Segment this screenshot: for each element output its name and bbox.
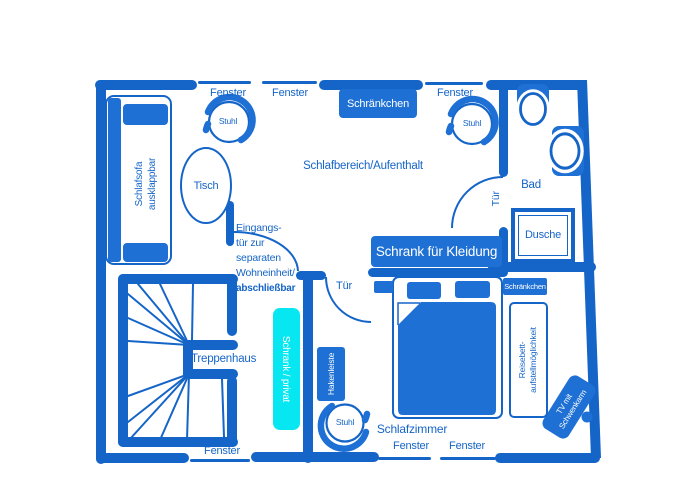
wall-stair-left xyxy=(118,274,128,447)
window-bottom-3 xyxy=(440,457,496,460)
window-bottom-1 xyxy=(190,459,250,462)
tv-arm-pivot xyxy=(581,411,593,423)
wall-corridor-divider xyxy=(303,271,313,463)
entrance-note: Eingangs- tür zur separaten Wohneinheit/… xyxy=(236,221,308,296)
travel-bed-area xyxy=(509,302,548,418)
wall-stair-bottom xyxy=(118,437,238,447)
wall-top-1 xyxy=(95,80,197,90)
window-top-2 xyxy=(262,81,317,84)
window-bottom-2 xyxy=(378,457,431,460)
entrance-note-line1: Eingangs- xyxy=(236,222,282,234)
sofa-label-wrap: Schlafsofa ausklappbar xyxy=(132,139,160,229)
nightstand xyxy=(374,281,393,293)
staircase-label: Treppenhaus xyxy=(191,353,257,365)
wall-bathroom-bottom xyxy=(488,262,596,272)
entrance-note-line3: separaten xyxy=(236,252,281,264)
toilet xyxy=(516,84,550,129)
bathroom-door-label: Tür xyxy=(490,191,503,207)
small-cabinet-bedroom: Schränkchen xyxy=(503,278,547,295)
wall-bottom-3 xyxy=(495,453,600,463)
hook-rail-label: Hakenleiste xyxy=(326,352,336,396)
entrance-note-line5: abschließbar xyxy=(236,283,296,294)
bedroom-label: Schlafzimmer xyxy=(376,422,448,436)
wall-stair-top xyxy=(118,274,238,284)
tv-swivel-arm: TV mit Schwenkarm xyxy=(539,372,599,442)
window-label-bottom-3: Fenster xyxy=(449,440,485,452)
wall-entrance-stub xyxy=(296,271,326,280)
sink xyxy=(546,126,584,176)
window-top-1 xyxy=(198,81,251,84)
travel-bed-label-line2: aufstellmöglichkeit xyxy=(528,327,538,393)
bedroom-door-label: Tür xyxy=(336,280,352,292)
small-cabinet-top: Schränkchen xyxy=(339,89,417,118)
table-label: Tisch xyxy=(193,180,219,192)
sofa-cushion-bottom xyxy=(123,243,168,262)
travel-bed-label-wrap: Reisebett- aufstellmöglichkeit xyxy=(516,303,540,417)
chair-label-top-right: Stuhl xyxy=(462,118,482,128)
living-area-label: Schlafbereich/Aufenthalt xyxy=(303,160,423,172)
chair-label-bedroom: Stuhl xyxy=(335,417,355,427)
shower-outer xyxy=(511,208,575,263)
window-label-top-1: Fenster xyxy=(210,87,246,99)
shower-inner: Dusche xyxy=(518,215,568,256)
wall-bottom-1 xyxy=(96,453,189,463)
travel-bed-label-line1: Reisebett- xyxy=(516,341,527,379)
wall-bathroom-partition-upper xyxy=(499,80,508,177)
window-label-bottom-2: Fenster xyxy=(393,440,429,452)
wall-left xyxy=(96,80,106,464)
sofa-label-line1: Schlafsofa xyxy=(133,161,145,207)
bed-pillow-left xyxy=(407,282,441,299)
wall-stair-newel-left xyxy=(183,340,193,379)
wardrobe: Schrank für Kleidung xyxy=(371,236,502,267)
small-cabinet-top-label: Schränkchen xyxy=(346,97,409,110)
wall-stair-newel-top xyxy=(183,340,238,350)
window-label-bottom-1: Fenster xyxy=(204,445,240,457)
private-cabinet-label: Schrank / privat xyxy=(280,335,292,403)
chair-label-top-left: Stuhl xyxy=(218,116,238,126)
window-label-top-3: Fenster xyxy=(437,87,473,99)
window-label-top-2: Fenster xyxy=(272,87,308,99)
private-cabinet xyxy=(273,308,300,430)
sofa-label-line2: ausklappbar xyxy=(147,157,158,211)
wall-stair-newel-bottom xyxy=(183,369,238,379)
sofa-cushion-top xyxy=(123,104,168,125)
wall-stair-right-upper xyxy=(227,274,237,336)
private-cabinet-label-wrap: Schrank / privat xyxy=(278,310,294,428)
entrance-note-line2: tür zur xyxy=(236,237,265,249)
wall-bathroom-partition-lower xyxy=(499,227,508,272)
wall-stair-right-lower xyxy=(227,376,237,447)
hook-rail-label-wrap: Hakenleiste xyxy=(324,334,338,414)
entrance-door-leaf xyxy=(226,201,234,246)
hook-rail xyxy=(317,347,345,401)
bathroom-label: Bad xyxy=(521,179,541,191)
wall-bottom-2 xyxy=(251,452,379,462)
window-top-3 xyxy=(425,82,483,85)
wall-bedroom-top xyxy=(368,268,508,277)
sofa-backrest xyxy=(108,98,121,262)
shower-label: Dusche xyxy=(524,229,562,242)
table xyxy=(180,147,232,224)
entrance-note-line4: Wohneinheit/ xyxy=(236,267,295,279)
wardrobe-label: Schrank für Kleidung xyxy=(375,244,498,259)
wall-top-2 xyxy=(319,80,423,90)
bed-pillow-right xyxy=(455,281,490,298)
small-cabinet-bedroom-label: Schränkchen xyxy=(504,282,546,291)
